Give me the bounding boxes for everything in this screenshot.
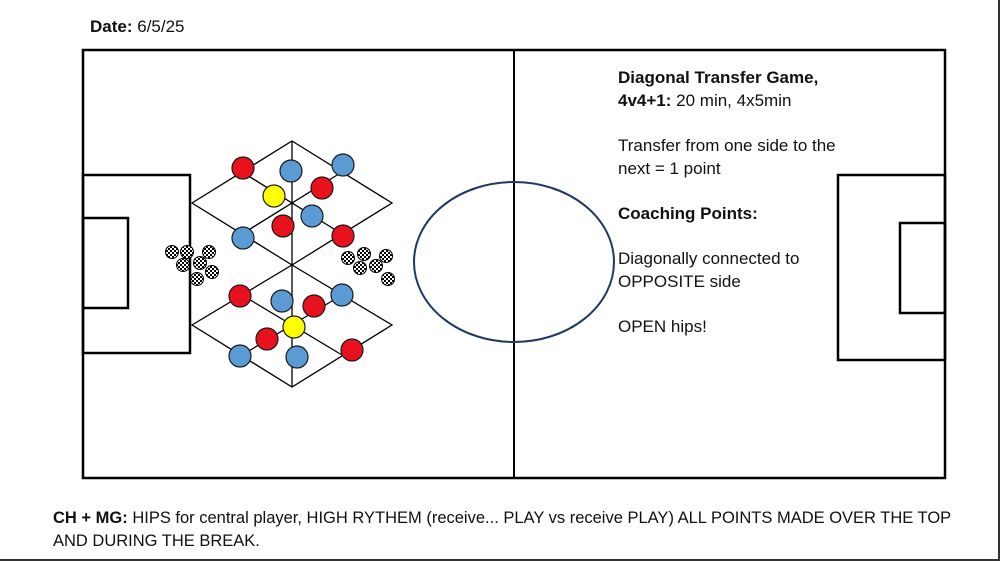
date-value: 6/5/25 bbox=[137, 17, 185, 36]
soccer-ball-icon bbox=[165, 245, 179, 259]
session-notes: Diagonal Transfer Game, 4v4+1: 20 min, 4… bbox=[618, 66, 918, 338]
page-edge-right bbox=[998, 0, 1000, 561]
coach-initials: CH + MG: bbox=[53, 509, 128, 527]
players bbox=[228, 153, 364, 369]
center-circle bbox=[413, 181, 615, 343]
red-player-marker bbox=[310, 176, 334, 200]
yellow-neutral-player-marker bbox=[262, 184, 286, 208]
red-player-marker bbox=[331, 224, 355, 248]
coach-comments: CH + MG: HIPS for central player, HIGH R… bbox=[53, 507, 988, 553]
blue-player-marker bbox=[330, 283, 354, 307]
drill-format: 4v4+1: 20 min, 4x5min bbox=[618, 89, 918, 112]
format-value: 20 min, 4x5min bbox=[676, 91, 792, 110]
page-edge-bottom bbox=[0, 559, 1000, 561]
right-ball-pile bbox=[341, 247, 395, 286]
coaching-points-heading: Coaching Points: bbox=[618, 204, 758, 223]
drill-title: Diagonal Transfer Game, bbox=[618, 68, 819, 87]
soccer-ball-icon bbox=[381, 272, 395, 286]
coaching-point-2: OPEN hips! bbox=[618, 317, 707, 336]
coaching-point-1-line2: OPPOSITE side bbox=[618, 272, 741, 291]
red-player-marker bbox=[271, 214, 295, 238]
blue-player-marker bbox=[285, 345, 309, 369]
soccer-ball-icon bbox=[379, 249, 393, 263]
right-goal-area bbox=[898, 221, 947, 315]
left-ball-pile bbox=[165, 245, 219, 286]
soccer-ball-icon bbox=[193, 256, 207, 270]
soccer-ball-icon bbox=[357, 247, 371, 261]
blue-player-marker bbox=[231, 226, 255, 250]
red-player-marker bbox=[231, 156, 255, 180]
left-goal-area bbox=[81, 216, 130, 310]
soccer-ball-icon bbox=[180, 245, 194, 259]
red-player-marker bbox=[255, 327, 279, 351]
soccer-ball-icon bbox=[205, 265, 219, 279]
date-label: Date: bbox=[90, 17, 133, 36]
comment-line2: AND DURING THE BREAK. bbox=[53, 532, 260, 550]
red-player-marker bbox=[340, 338, 364, 362]
blue-player-marker bbox=[270, 289, 294, 313]
soccer-ball-icon bbox=[353, 261, 367, 275]
red-player-marker bbox=[302, 294, 326, 318]
session-date: Date: 6/5/25 bbox=[90, 17, 185, 37]
scoring-rule-line1: Transfer from one side to the bbox=[618, 136, 836, 155]
soccer-ball-icon bbox=[190, 272, 204, 286]
scoring-rule-line2: next = 1 point bbox=[618, 159, 721, 178]
coaching-point-1-line1: Diagonally connected to bbox=[618, 249, 800, 268]
blue-player-marker bbox=[279, 159, 303, 183]
soccer-ball-icon bbox=[341, 251, 355, 265]
soccer-ball-icon bbox=[369, 259, 383, 273]
yellow-neutral-player-marker bbox=[282, 315, 306, 339]
red-player-marker bbox=[228, 284, 252, 308]
soccer-ball-icon bbox=[176, 258, 190, 272]
soccer-ball-icon bbox=[202, 245, 216, 259]
blue-player-marker bbox=[331, 153, 355, 177]
left-penalty-area bbox=[81, 173, 192, 355]
format-label: 4v4+1: bbox=[618, 91, 672, 110]
blue-player-marker bbox=[228, 344, 252, 368]
comment-line1: HIPS for central player, HIGH RYTHEM (re… bbox=[132, 509, 952, 527]
blue-player-marker bbox=[300, 204, 324, 228]
